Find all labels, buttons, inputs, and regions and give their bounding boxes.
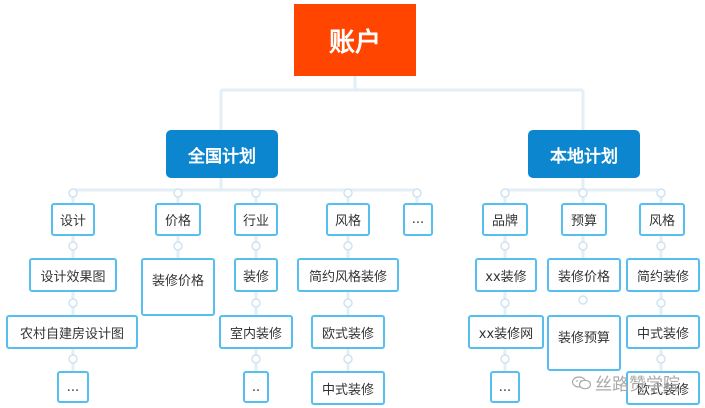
group-node-budget: 预算 bbox=[561, 203, 607, 236]
keyword-node-local-chinese-renovation: 中式装修 bbox=[626, 315, 700, 349]
root-node-account: 账户 bbox=[294, 4, 416, 76]
group-node-price: 价格 bbox=[155, 203, 201, 236]
keyword-node-xx-renovation-site: xx装修网 bbox=[468, 315, 544, 349]
keyword-node-brand-more: ... bbox=[490, 371, 520, 403]
keyword-node-xx-renovation: xx装修 bbox=[475, 258, 537, 292]
keyword-node-european-renovation: 欧式装修 bbox=[311, 315, 385, 349]
keyword-node-design-renderings: 设计效果图 bbox=[29, 258, 117, 292]
keyword-node-industry-more: .. bbox=[243, 371, 269, 403]
keyword-node-rural-house-design: 农村自建房设计图 bbox=[6, 315, 138, 349]
keyword-node-renovation: 装修 bbox=[234, 258, 278, 292]
keyword-node-design-more: ... bbox=[57, 371, 89, 403]
keyword-node-renovation-budget: 装修预算 bbox=[547, 315, 621, 371]
group-node-industry: 行业 bbox=[234, 203, 278, 236]
group-node-design: 设计 bbox=[51, 203, 95, 236]
group-node-brand: 品牌 bbox=[482, 203, 528, 236]
wechat-icon bbox=[572, 375, 592, 389]
group-node-more: ... bbox=[403, 203, 433, 236]
plan-node-local: 本地计划 bbox=[528, 130, 640, 178]
plan-node-national: 全国计划 bbox=[166, 130, 278, 178]
watermark: 丝路赞学院 bbox=[572, 370, 680, 395]
watermark-text: 丝路赞学院 bbox=[595, 375, 680, 395]
keyword-node-chinese-renovation: 中式装修 bbox=[311, 371, 385, 405]
keyword-node-interior-renovation: 室内装修 bbox=[219, 315, 293, 349]
group-node-local-style: 风格 bbox=[639, 203, 685, 236]
group-node-style: 风格 bbox=[326, 203, 370, 236]
keyword-node-renovation-price: 装修价格 bbox=[141, 258, 215, 316]
keyword-node-simple-style-renovation: 简约风格装修 bbox=[297, 258, 399, 292]
keyword-node-local-renovation-price: 装修价格 bbox=[547, 258, 621, 292]
keyword-node-simple-renovation: 简约装修 bbox=[626, 258, 700, 292]
keyword-node-local-european-renovation: 欧式装修 bbox=[626, 371, 700, 405]
